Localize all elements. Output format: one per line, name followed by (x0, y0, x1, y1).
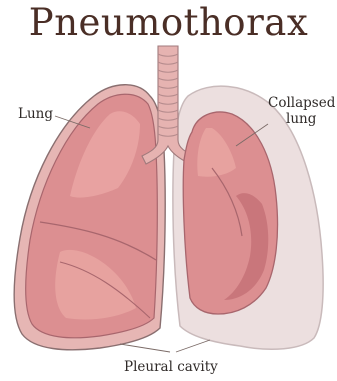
leader-line-pleural-cavity (120, 344, 170, 352)
label-pleural-cavity: Pleural cavity (124, 360, 218, 375)
leader-line-pleural-cavity-2 (176, 340, 210, 352)
label-collapsed-lung-line1: Collapsed (268, 96, 335, 111)
label-lung: Lung (18, 107, 53, 122)
label-collapsed-lung-line2: lung (286, 112, 316, 127)
